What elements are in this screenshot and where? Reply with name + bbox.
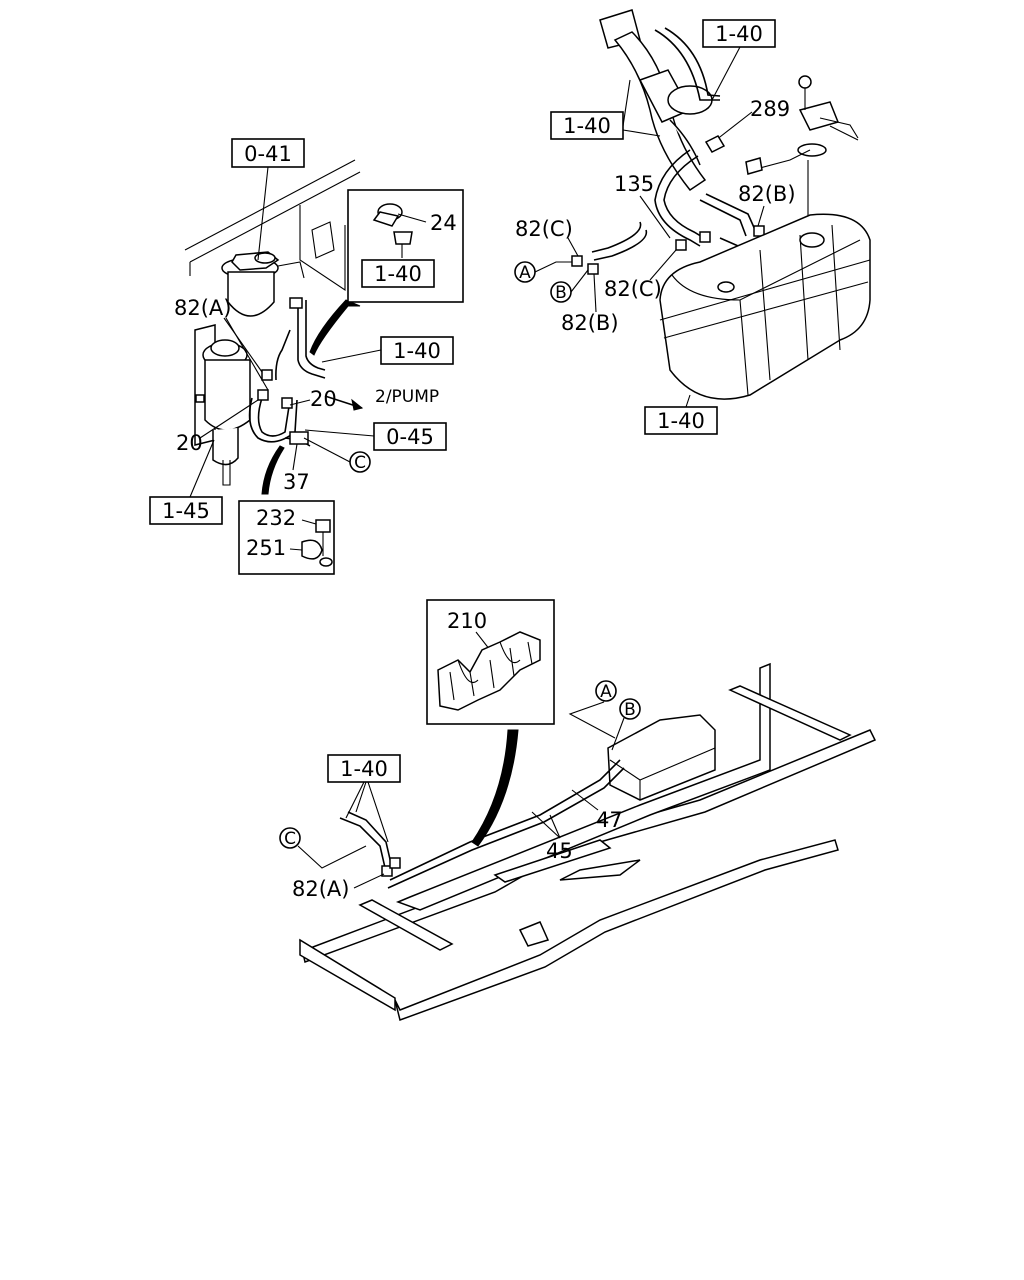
callout-45: 45 <box>531 811 573 863</box>
detail-box-clip-24: 24 1-40 <box>347 189 464 303</box>
callout-a-frame: A <box>568 680 617 739</box>
part-251: 251 <box>246 536 286 560</box>
part-135: 135 <box>614 172 654 196</box>
circle-c-frame: C <box>284 829 296 849</box>
detail-box-clamp-232-251: 232 251 <box>238 500 335 575</box>
part-82b-top: 82(B) <box>738 182 796 206</box>
callout-37: 37 <box>283 443 310 494</box>
part-82c-mid: 82(C) <box>604 277 662 301</box>
circle-a-frame: A <box>600 682 612 702</box>
part-82a-frame: 82(A) <box>292 877 349 901</box>
ref-0-45: 0-45 <box>386 425 434 449</box>
callout-140-top-a: 1-40 <box>702 19 776 101</box>
callout-82c-mid: 82(C) <box>604 249 677 301</box>
part-47: 47 <box>596 808 623 832</box>
part-24: 24 <box>430 211 457 235</box>
callout-140-frame: 1-40 <box>327 754 401 843</box>
callout-135: 135 <box>614 172 671 239</box>
callout-20-left: 20 <box>176 399 259 455</box>
callout-140-top-b: 1-40 <box>550 79 661 140</box>
callout-82a-top: 82(A) <box>174 296 269 391</box>
circle-a-tank: A <box>519 263 531 283</box>
part-232: 232 <box>256 506 296 530</box>
detail-box-clip-210: 210 <box>426 599 555 725</box>
part-210: 210 <box>447 609 487 633</box>
filler-neck-tank-assembly <box>571 9 871 400</box>
circle-c-hose: C <box>354 453 366 473</box>
note-2-pump: 2/PUMP <box>375 387 439 407</box>
callout-140-pump: 1-40 2/PUMP <box>321 336 454 407</box>
ref-1-40-top-a: 1-40 <box>715 22 763 46</box>
part-82b-bot: 82(B) <box>561 311 619 335</box>
callout-a-tank: A <box>514 261 572 283</box>
callout-82a-frame: 82(A) <box>292 873 385 901</box>
part-20-right: 20 <box>310 387 337 411</box>
callout-20-right: 20 <box>289 387 337 411</box>
part-289: 289 <box>750 97 790 121</box>
callout-145: 1-45 <box>149 439 223 525</box>
callout-c-frame: C <box>279 827 367 869</box>
callout-82b-top: 82(B) <box>738 182 796 227</box>
callout-140-tank: 1-40 <box>644 394 718 435</box>
circle-b-tank: B <box>555 283 567 303</box>
callout-289: 289 <box>704 97 790 153</box>
ref-1-40-top-b: 1-40 <box>563 114 611 138</box>
part-45: 45 <box>546 839 573 863</box>
callout-041: 0-41 <box>231 138 305 261</box>
chassis-frame <box>299 662 877 1021</box>
part-20-left: 20 <box>176 431 203 455</box>
callout-47: 47 <box>571 789 623 832</box>
part-82a-top: 82(A) <box>174 296 231 320</box>
ref-1-40-box: 1-40 <box>374 262 422 286</box>
callout-b-frame: B <box>611 698 641 751</box>
ref-0-41: 0-41 <box>244 142 292 166</box>
part-82c-top: 82(C) <box>515 217 573 241</box>
part-37: 37 <box>283 470 310 494</box>
callout-b-tank: B <box>550 269 589 303</box>
ref-1-40-frame: 1-40 <box>340 757 388 781</box>
callout-045: 0-45 <box>304 422 447 451</box>
circle-b-frame: B <box>624 700 636 720</box>
callout-82b-bot: 82(B) <box>561 273 619 335</box>
ref-1-45: 1-45 <box>162 499 210 523</box>
fuel-filter-assembly <box>184 159 364 495</box>
ref-1-40-tank: 1-40 <box>657 409 705 433</box>
callout-82c-top: 82(C) <box>515 217 579 257</box>
callout-c-hose: C <box>303 437 371 473</box>
ref-1-40-pipe: 1-40 <box>393 339 441 363</box>
